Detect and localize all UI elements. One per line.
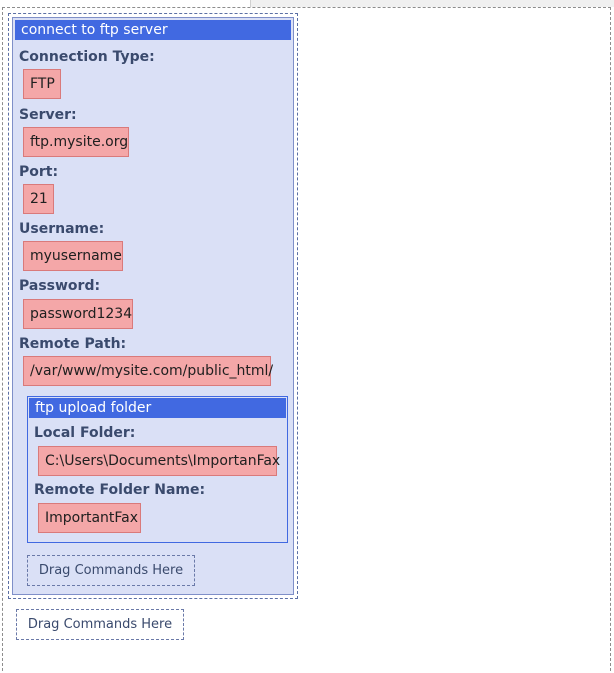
group-title[interactable]: connect to ftp server (15, 20, 291, 40)
remote-folder-name-label: Remote Folder Name: (34, 482, 206, 498)
remote-path-label: Remote Path: (19, 336, 127, 352)
inner-group-title[interactable]: ftp upload folder (29, 398, 286, 418)
remote-path-value[interactable]: /var/www/mysite.com/public_html/ (23, 356, 273, 386)
canvas-drop-zone[interactable]: Drag Commands Here (16, 609, 184, 640)
ftp-upload-folder-group[interactable]: ftp upload folder Local Folder: C:\Users… (27, 396, 288, 543)
server-value[interactable]: ftp.mysite.org (23, 127, 129, 157)
tab-stub (0, 0, 251, 7)
group-drop-zone[interactable]: Drag Commands Here (27, 555, 195, 586)
password-value[interactable]: password1234 (23, 299, 133, 329)
username-label: Username: (19, 221, 105, 237)
connection-type-label: Connection Type: (19, 49, 155, 65)
ftp-connect-group[interactable]: connect to ftp server Connection Type: F… (12, 17, 294, 595)
port-value[interactable]: 21 (23, 184, 54, 214)
password-label: Password: (19, 278, 101, 294)
connection-type-value[interactable]: FTP (23, 69, 61, 99)
port-label: Port: (19, 164, 59, 180)
remote-folder-name-value[interactable]: ImportantFax (38, 503, 141, 533)
workflow-canvas[interactable] (2, 7, 611, 671)
local-folder-label: Local Folder: (34, 425, 136, 441)
server-label: Server: (19, 107, 77, 123)
username-value[interactable]: myusername (23, 241, 123, 271)
ftp-connect-container[interactable]: connect to ftp server Connection Type: F… (8, 13, 298, 599)
local-folder-value[interactable]: C:\Users\Documents\ImportanFax (38, 446, 280, 476)
top-strip (0, 0, 614, 7)
